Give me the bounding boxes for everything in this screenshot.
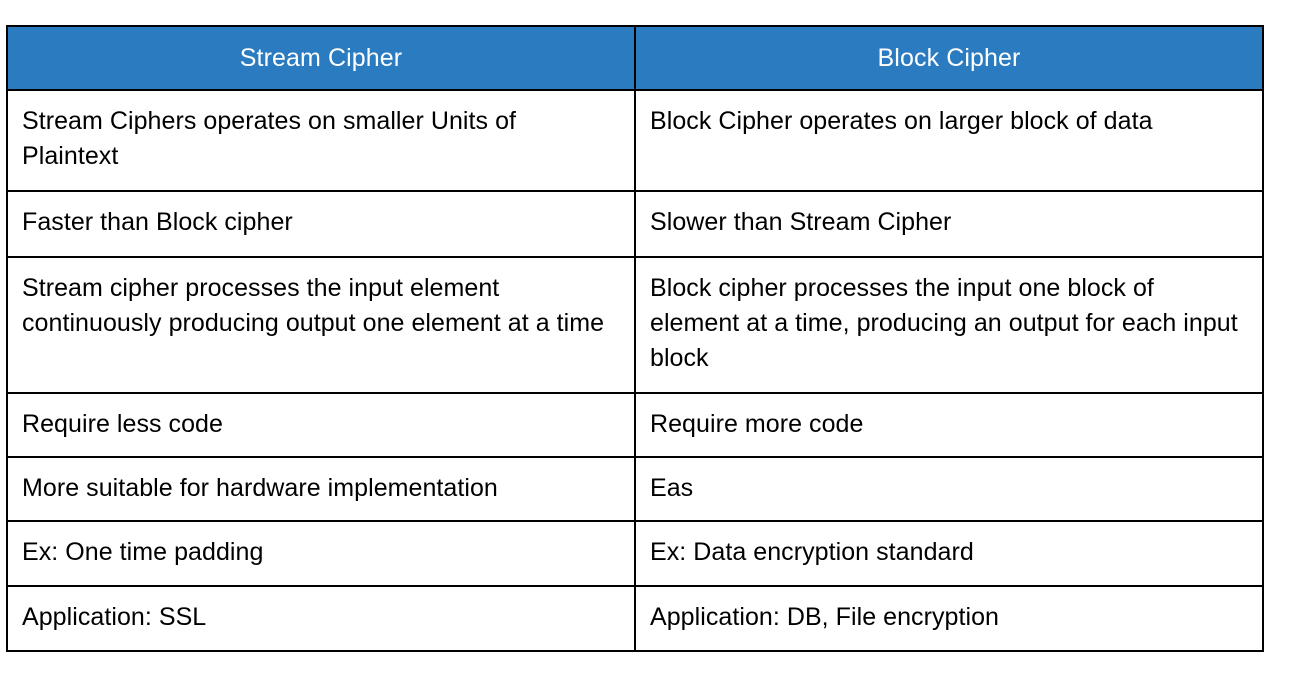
table-cell-stream: Faster than Block cipher [6,190,636,258]
table-cell-block: Block cipher processes the input one blo… [634,256,1264,394]
table-row: Stream Ciphers operates on smaller Units… [6,89,1264,192]
table-row: Application: SSL Application: DB, File e… [6,585,1264,652]
cell-text: Require less code [22,410,223,438]
table-body: Stream Ciphers operates on smaller Units… [6,89,1264,652]
header-row: Stream Cipher Block Cipher [6,25,1264,91]
cell-text: Stream cipher processes the input elemen… [22,274,605,337]
table-row: More suitable for hardware implementatio… [6,456,1264,522]
stream-vs-block-cipher-table: Stream Cipher Block Cipher Stream Cipher… [6,25,1264,652]
cell-text: Ex: Data encryption standard [650,538,974,566]
table-cell-block: Eas [634,456,1264,522]
cell-text: Block cipher processes the input one blo… [650,274,1238,372]
table-cell-block: Block Cipher operates on larger block of… [634,89,1264,192]
table-row: Ex: One time padding Ex: Data encryption… [6,520,1264,587]
table-cell-stream: Require less code [6,392,636,458]
cell-text: Require more code [650,410,864,438]
cell-text: Application: DB, File encryption [650,603,999,631]
table-header: Stream Cipher Block Cipher [6,25,1264,91]
table-cell-block: Ex: Data encryption standard [634,520,1264,587]
cell-text: Faster than Block cipher [22,208,293,236]
table-cell-block: Slower than Stream Cipher [634,190,1264,258]
column-header-block-cipher-label: Block Cipher [877,44,1021,72]
table-cell-block: Application: DB, File encryption [634,585,1264,652]
cell-text: Eas [650,474,694,502]
table-row: Require less code Require more code [6,392,1264,458]
cell-text: Application: SSL [22,603,207,631]
column-header-stream-cipher-label: Stream Cipher [239,44,403,72]
cell-text: Stream Ciphers operates on smaller Units… [22,107,517,170]
table-cell-stream: Application: SSL [6,585,636,652]
column-header-block-cipher: Block Cipher [634,25,1264,91]
cell-text: Slower than Stream Cipher [650,208,952,236]
table-cell-stream: Ex: One time padding [6,520,636,587]
table-cell-stream: More suitable for hardware implementatio… [6,456,636,522]
cell-text: Ex: One time padding [22,538,264,566]
table-cell-stream: Stream Ciphers operates on smaller Units… [6,89,636,192]
table-cell-block: Require more code [634,392,1264,458]
column-header-stream-cipher: Stream Cipher [6,25,636,91]
table-cell-stream: Stream cipher processes the input elemen… [6,256,636,394]
cell-text: More suitable for hardware implementatio… [22,474,498,502]
cell-text: Block Cipher operates on larger block of… [650,107,1153,135]
table-row: Stream cipher processes the input elemen… [6,256,1264,394]
table-row: Faster than Block cipher Slower than Str… [6,190,1264,258]
